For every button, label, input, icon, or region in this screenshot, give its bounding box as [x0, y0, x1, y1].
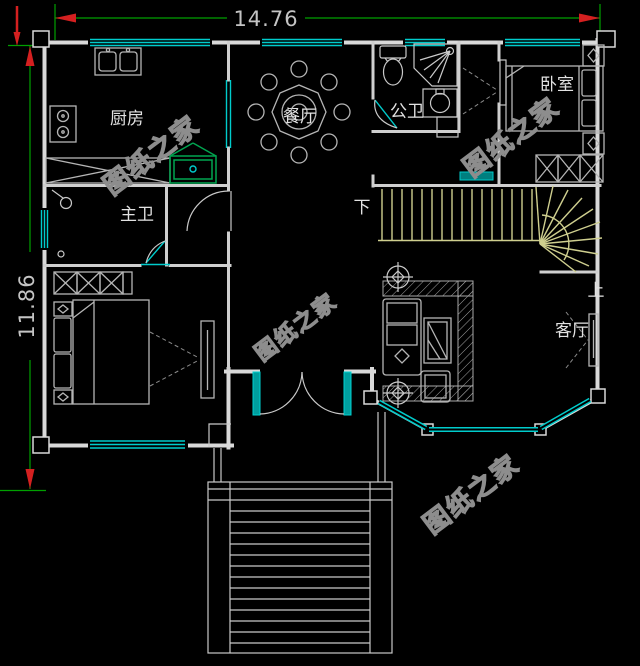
- exterior-walls: [32, 30, 616, 454]
- living-room: 客厅: [382, 262, 599, 408]
- floor-drain: [57, 250, 65, 258]
- entrance: [207, 371, 393, 654]
- arrow-down: [25, 469, 35, 489]
- wardrobe: [53, 271, 133, 295]
- stove: [49, 105, 77, 143]
- rug-border: [457, 280, 474, 402]
- window-masterbath-left: [39, 208, 50, 250]
- kitchen-sink: [169, 142, 217, 184]
- kitchen-sliding-door: [225, 80, 232, 148]
- toilet: [379, 45, 407, 86]
- wall-stub: [208, 423, 231, 447]
- corner-shower: [413, 43, 458, 87]
- washbasin: [422, 88, 458, 118]
- master-bath-label: 主卫: [120, 205, 154, 224]
- stairs-down-label: 下: [354, 198, 371, 217]
- corner-pilaster: [596, 30, 616, 48]
- double-sink: [94, 47, 142, 76]
- bedroom-bottom-left: [53, 271, 215, 405]
- dimension-height-text: 11.86: [15, 273, 39, 338]
- bath-door: [374, 99, 398, 129]
- living-label: 客厅: [555, 321, 589, 340]
- dimension-top: 14.76: [54, 4, 601, 40]
- window-bedroom-top: [503, 37, 582, 48]
- dining-chairs: [247, 60, 351, 164]
- public-bathroom: 公卫: [374, 43, 459, 138]
- watermarks: 图纸之家 图纸之家 图纸之家 图纸之家: [97, 91, 566, 541]
- stair-winder: [535, 185, 603, 273]
- master-bathroom: 主卫: [51, 189, 170, 266]
- watermark-text: 图纸之家: [418, 448, 526, 539]
- window-bath-top: [403, 37, 447, 48]
- tv-cabinet: [565, 311, 599, 369]
- shower-head: [51, 189, 73, 210]
- corner-pilaster: [363, 390, 378, 405]
- nightstand: [582, 132, 605, 155]
- kitchen: 厨房: [45, 47, 217, 184]
- bedroom-label: 卧室: [540, 75, 574, 94]
- double-door: [252, 371, 352, 416]
- window-bedroom-bottom: [88, 439, 188, 450]
- tv-cabinet: [149, 320, 215, 399]
- corner-pilaster: [590, 388, 606, 404]
- porch-steps: [207, 412, 393, 654]
- staircase: 下 上: [354, 171, 605, 300]
- watermark-text: 图纸之家: [458, 91, 566, 182]
- bath-cabinet: [436, 116, 459, 138]
- window-dining-top: [260, 37, 344, 48]
- dining-table: [271, 84, 327, 140]
- column-symbol: [383, 378, 413, 408]
- bay-windows: [377, 397, 592, 432]
- watermark-text: 图纸之家: [250, 288, 342, 366]
- masterbath-door: [141, 240, 170, 266]
- dimension-width-text: 14.76: [233, 7, 298, 31]
- wardrobe: [535, 154, 604, 183]
- arrow-up: [25, 46, 35, 66]
- stair-treads: [378, 189, 540, 242]
- dining-label: 餐厅: [283, 107, 317, 126]
- nightstand: [53, 301, 73, 317]
- public-bath-label: 公卫: [390, 102, 424, 121]
- arrow-right: [579, 13, 600, 23]
- counter: [45, 157, 171, 184]
- corner-pilaster: [32, 30, 50, 48]
- arrow-left: [55, 13, 76, 23]
- dimension-left: 11.86: [0, 6, 46, 492]
- stairs-up-label: 上: [588, 281, 605, 300]
- dining-room: 餐厅: [247, 60, 351, 164]
- bed: [505, 65, 604, 132]
- armchair: [420, 370, 451, 403]
- corner-pilaster: [32, 436, 50, 454]
- window-kitchen-top: [88, 37, 212, 48]
- kitchen-label: 厨房: [110, 109, 144, 128]
- nightstand: [582, 44, 605, 67]
- bed: [53, 299, 150, 405]
- stair-rail: [459, 171, 494, 181]
- interior-walls: [42, 40, 602, 371]
- column-symbol: [383, 262, 413, 292]
- sofa: [382, 298, 422, 376]
- bedroom-top-right: 卧室: [505, 44, 605, 183]
- coffee-table: [423, 317, 452, 364]
- nightstand: [53, 389, 73, 405]
- hall-door: [186, 190, 232, 232]
- windows: [39, 37, 592, 450]
